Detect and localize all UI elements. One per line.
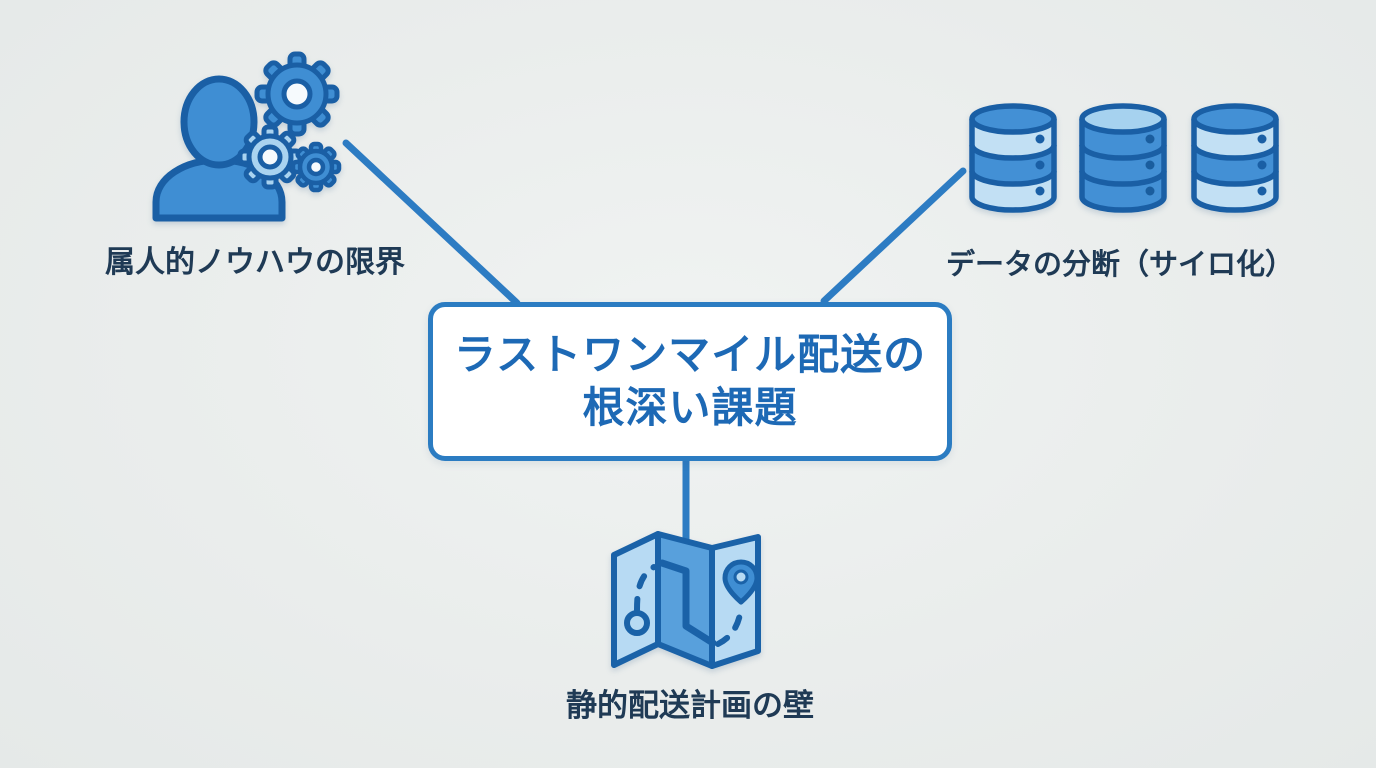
central-title-line1: ラストワンマイル配送の [453, 329, 927, 379]
central-title-line2: 根深い課題 [582, 382, 798, 432]
central-problem-box: ラストワンマイル配送の 根深い課題 [428, 302, 952, 461]
database-cylinder-1-icon [972, 106, 1054, 210]
database-stack-icon [958, 94, 1288, 220]
gear-small-icon [290, 141, 342, 193]
database-cylinder-2-icon [1082, 106, 1164, 210]
label-static-planning: 静的配送計画の壁 [566, 688, 814, 724]
route-solid-middle [658, 559, 717, 647]
route-dashed-left [634, 564, 657, 613]
connector-data-silo [820, 167, 967, 305]
route-dashed-right [715, 603, 744, 647]
database-cylinder-3-icon [1194, 106, 1276, 210]
gear-large-icon [254, 51, 340, 137]
folded-route-map-icon [611, 531, 761, 669]
label-data-silo: データの分断（サイロ化） [945, 247, 1294, 281]
gear-medium-icon [237, 124, 303, 190]
label-personal-knowhow: 属人的ノウハウの限界 [105, 245, 405, 280]
person-with-gears-icon [152, 51, 342, 222]
person-head [180, 75, 258, 169]
connector-personal-knowhow [342, 139, 521, 307]
route-start-marker [624, 610, 650, 636]
location-pin-icon [722, 559, 760, 605]
